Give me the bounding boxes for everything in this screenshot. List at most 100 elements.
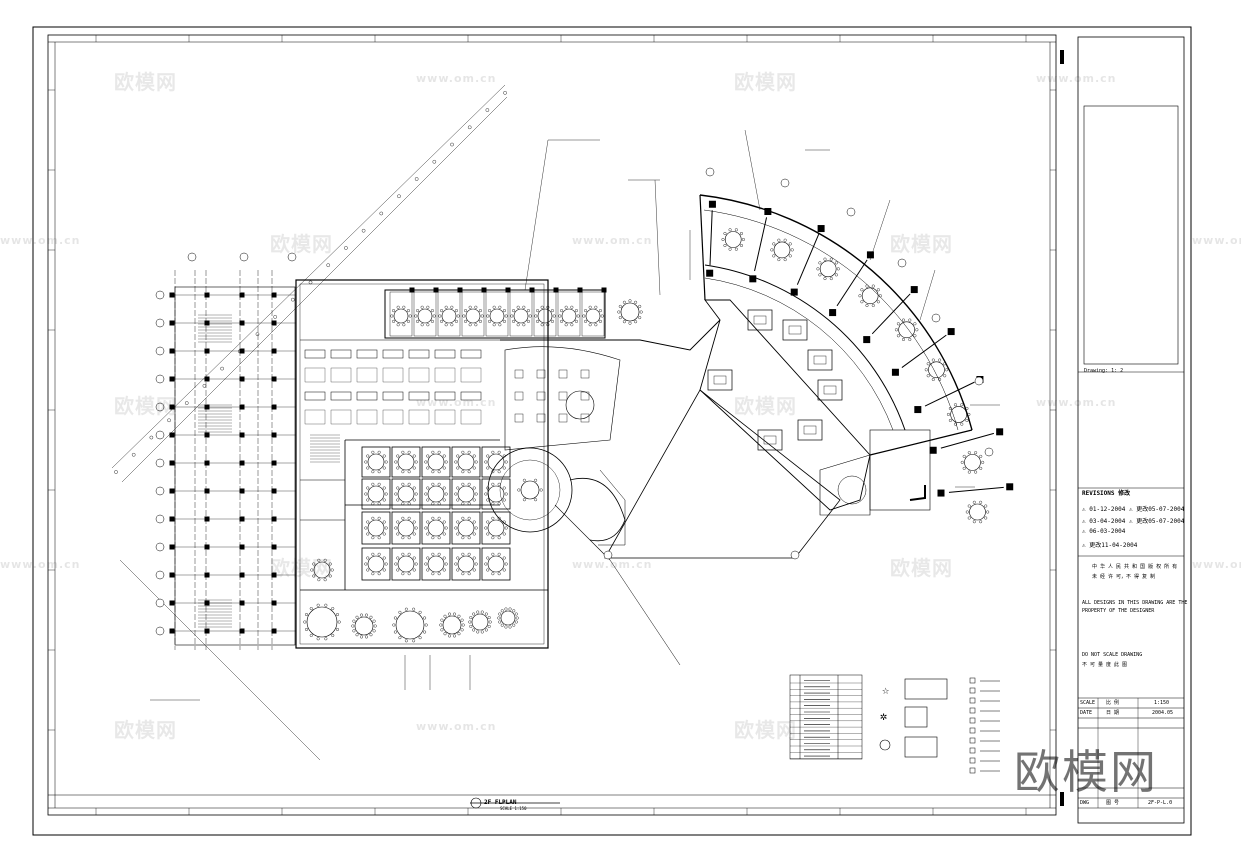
dining-table [484, 552, 508, 576]
svg-text:☆: ☆ [882, 683, 889, 697]
grid-bubble [239, 252, 249, 262]
copyright-cn: 中 华 人 民 共 和 国 版 权 所 有 [1092, 564, 1178, 570]
drawing-number-label: Drawing: 1: 2 [1084, 368, 1124, 374]
dining-table [894, 318, 919, 341]
grid-bubble [155, 458, 165, 468]
grid-bubble [780, 178, 790, 188]
date-value: 2004.05 [1152, 710, 1174, 716]
dining-table [965, 500, 990, 524]
dining-table [582, 305, 604, 327]
dining-table [721, 228, 745, 251]
dining-table [394, 516, 418, 540]
title-block [1077, 36, 1185, 824]
grid-bubble [897, 258, 907, 268]
dining-table [364, 450, 388, 474]
dining-table [946, 403, 971, 426]
grid-bubble [705, 167, 715, 177]
grid-bubble [155, 402, 165, 412]
dining-table [497, 607, 519, 629]
watermark-url: www.om.cn [0, 558, 81, 571]
dining-table [454, 516, 478, 540]
watermark-url: www.om.cn [572, 558, 653, 571]
scale-label: SCALE [1080, 700, 1096, 706]
watermark-brand: 欧模网 [734, 70, 797, 94]
grid-bubble [287, 252, 297, 262]
dining-table [816, 257, 840, 281]
dining-table [617, 299, 643, 325]
dining-table [468, 610, 492, 634]
revision-row: ⚠ 06-03-2004 [1082, 528, 1126, 535]
copyright-en: ALL DESIGNS IN THIS DRAWING ARE THE [1082, 600, 1188, 606]
dimension-lines [111, 84, 1000, 761]
revision-row: ⚠ 03-04-2004 ⚠ 更改05-07-2004 [1082, 518, 1185, 525]
dining-table [424, 552, 448, 576]
watermark-brand: 欧模网 [734, 718, 797, 742]
left-wing [169, 270, 643, 650]
watermark-url: www.om.cn [0, 234, 81, 247]
watermark-url: www.om.cn [1036, 396, 1117, 409]
dining-table [303, 603, 341, 641]
legend-table [789, 674, 863, 760]
dining-table [392, 607, 428, 643]
dining-table [534, 305, 556, 327]
watermark-brand: 欧模网 [890, 556, 953, 580]
dining-table [924, 358, 949, 381]
grid-bubble [155, 486, 165, 496]
curved-wing [699, 194, 1014, 524]
watermark-url: www.om.cn [572, 234, 653, 247]
grid-bubble [155, 598, 165, 608]
grid-bubble [155, 318, 165, 328]
dining-table [484, 450, 508, 474]
watermark-url: www.om.cn [416, 720, 497, 733]
watermark-brand: 欧模网 [114, 394, 177, 418]
revisions-label: REVISIONS 修改 [1082, 490, 1131, 497]
watermark-brand: 欧模网 [270, 232, 333, 256]
plan-caption: 2F FLPLAN [484, 799, 517, 806]
dining-table [424, 482, 448, 506]
dwg-value: 2F-P-L.0 [1148, 800, 1173, 806]
drawing-frame [47, 34, 1057, 816]
no-scale-cn: 不 可 量 度 此 图 [1082, 662, 1128, 668]
svg-text:✲: ✲ [880, 709, 887, 723]
watermark-url: www.om.cn [1192, 558, 1241, 571]
dining-table [454, 482, 478, 506]
grid-bubble [155, 570, 165, 580]
dining-table [414, 305, 436, 327]
dining-table [364, 482, 388, 506]
north-arrow [909, 485, 926, 501]
dining-table [424, 516, 448, 540]
dining-table [364, 552, 388, 576]
grid-bubble [790, 550, 800, 560]
scale-label-cn: 比 例 [1106, 700, 1120, 706]
grid-bubble [155, 374, 165, 384]
dining-table [770, 238, 794, 262]
central-hall [487, 319, 841, 666]
dwg-label-cn: 图 号 [1106, 800, 1120, 806]
dining-table [438, 305, 460, 327]
outer-border [32, 26, 1192, 836]
dining-table [424, 450, 448, 474]
watermark-url: www.om.cn [1192, 234, 1241, 247]
dining-table [558, 305, 580, 327]
watermark-brand: 欧模网 [270, 556, 333, 580]
dining-table [454, 450, 478, 474]
watermark-brand: 欧模网 [114, 718, 177, 742]
dining-table [351, 613, 377, 639]
grid-bubble [155, 514, 165, 524]
grid-bubble [155, 290, 165, 300]
title-logo-box [1083, 105, 1179, 365]
grid-bubble [931, 313, 941, 323]
dining-table [510, 305, 532, 327]
plan-scale: SCALE 1:150 [500, 806, 527, 811]
watermark-url: www.om.cn [416, 396, 497, 409]
dining-table [454, 552, 478, 576]
grid-bubble [846, 207, 856, 217]
dining-table [462, 305, 484, 327]
grid-bubble [187, 252, 197, 262]
watermark-url: www.om.cn [1036, 72, 1117, 85]
watermark-url: www.om.cn [416, 72, 497, 85]
grid-bubble [603, 550, 613, 560]
dining-table [565, 390, 595, 420]
dining-table [394, 552, 418, 576]
